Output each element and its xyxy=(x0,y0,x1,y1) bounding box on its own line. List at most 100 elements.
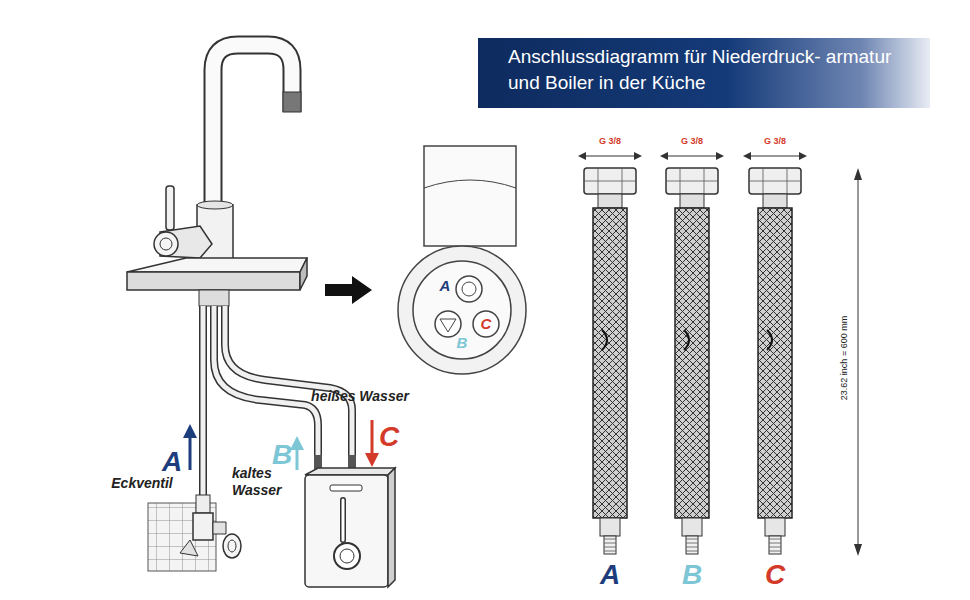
drawing-stroke xyxy=(127,258,307,272)
hose-part xyxy=(769,539,781,540)
hose-part xyxy=(593,208,627,518)
hose-part xyxy=(686,551,698,552)
drawing-stroke xyxy=(348,455,356,469)
drawing-stroke xyxy=(314,455,322,469)
drawing-stroke xyxy=(854,544,862,556)
drawing-stroke xyxy=(424,180,516,188)
drawing-stroke xyxy=(296,448,299,470)
drawing-stroke xyxy=(424,146,516,246)
hose-part xyxy=(769,536,781,554)
drawing-stroke xyxy=(300,258,307,290)
port-letter: B xyxy=(457,335,468,352)
drawing-stroke xyxy=(154,232,178,256)
hose-part xyxy=(675,208,709,518)
flow-letter: A xyxy=(162,447,182,478)
drawing-stroke xyxy=(413,261,511,359)
hose-part xyxy=(769,551,781,552)
drawing-stroke xyxy=(854,168,862,180)
thread-size: G 3/8 xyxy=(681,137,703,147)
drawing-stroke xyxy=(365,453,379,467)
drawing-stroke xyxy=(342,500,345,540)
hose-part xyxy=(598,194,622,208)
drawing-stroke xyxy=(371,420,374,455)
port-letter: A xyxy=(440,278,451,295)
hose-part xyxy=(686,547,698,548)
flow-label: kaltes Wasser xyxy=(232,465,292,499)
drawing-stroke xyxy=(283,92,301,112)
drawing-stroke xyxy=(325,276,372,304)
hose-part xyxy=(682,518,702,536)
thread-size: G 3/8 xyxy=(764,137,786,147)
hose-part xyxy=(767,330,772,350)
drawing-stroke xyxy=(305,468,395,475)
drawing-stroke xyxy=(456,276,482,302)
hose-part xyxy=(666,168,718,194)
drawing-stroke xyxy=(201,306,206,495)
hose-part xyxy=(604,547,616,548)
hose-part xyxy=(662,156,722,157)
hose-part xyxy=(684,330,689,350)
hose-part xyxy=(745,156,805,157)
dimension-text: 23.62 inch = 600 mm xyxy=(840,316,850,400)
hose-part xyxy=(799,152,807,160)
hose-part xyxy=(743,152,751,160)
hose-part xyxy=(686,536,698,554)
drawing-stroke xyxy=(160,238,172,250)
drawing-stroke xyxy=(305,475,388,587)
drawing-stroke xyxy=(183,424,197,438)
hose-part xyxy=(580,156,640,157)
hose-part xyxy=(604,539,616,540)
hose-part xyxy=(634,152,642,160)
hose-part xyxy=(686,543,698,544)
hose-part xyxy=(749,168,801,194)
drawing-stroke xyxy=(148,503,216,571)
drawing-stroke xyxy=(199,306,207,495)
drawing-stroke xyxy=(340,500,346,540)
drawing-stroke xyxy=(189,436,192,470)
drawing-stroke xyxy=(193,513,213,540)
hose-part xyxy=(716,152,724,160)
hose-part xyxy=(769,547,781,548)
hose-part xyxy=(765,518,785,536)
hose-part xyxy=(769,543,781,544)
drawing-stroke xyxy=(340,549,354,563)
drawing-stroke xyxy=(166,186,174,230)
drawing-stroke xyxy=(228,540,236,552)
port-letter: C xyxy=(481,316,492,333)
hose-part xyxy=(584,168,636,194)
drawing-stroke xyxy=(440,319,456,332)
drawing-stroke xyxy=(330,485,362,491)
drawing-stroke xyxy=(213,522,226,534)
drawing-stroke xyxy=(180,540,198,556)
hose-part xyxy=(749,168,801,194)
thread-size: G 3/8 xyxy=(599,137,621,147)
hose-part xyxy=(604,543,616,544)
hose-part xyxy=(666,168,718,194)
drawing-stroke xyxy=(435,311,461,337)
drawing-stroke xyxy=(225,306,352,455)
hose-part xyxy=(604,536,616,554)
hose-part xyxy=(604,551,616,552)
flow-letter: B xyxy=(272,440,292,471)
flow-label: heißes Wasser xyxy=(311,389,409,404)
hose-part xyxy=(660,152,668,160)
drawing-stroke xyxy=(199,290,229,306)
braided-hoses xyxy=(578,152,807,554)
drawing-stroke xyxy=(225,306,352,455)
hose-letter: A xyxy=(600,560,620,591)
drawing-stroke xyxy=(213,45,292,205)
hose-part xyxy=(758,208,792,518)
drawing-stroke xyxy=(197,201,233,209)
hose-part xyxy=(686,539,698,540)
hose-part xyxy=(584,168,636,194)
drawing-stroke xyxy=(196,495,210,513)
flow-letter: C xyxy=(379,422,399,453)
drawing-stroke xyxy=(334,543,360,569)
hose-part xyxy=(763,194,787,208)
drawing-stroke xyxy=(388,468,395,587)
drawing-stroke xyxy=(127,272,300,290)
hose-letter: B xyxy=(682,560,702,591)
part-label: Eckventil xyxy=(111,476,172,491)
hose-part xyxy=(578,152,586,160)
